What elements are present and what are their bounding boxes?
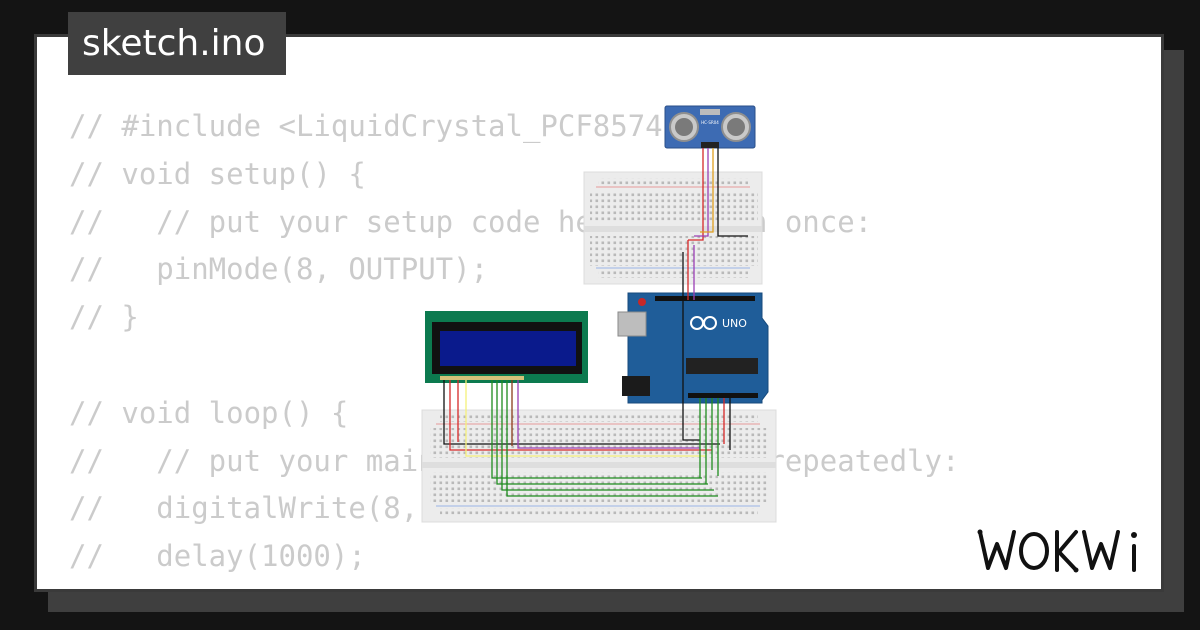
lcd-display [425,311,588,383]
breadboard-bottom [421,409,777,523]
wokwi-logo [977,529,1137,573]
filename-tab: sketch.ino [68,12,286,75]
code-line-4: // pinMode(8, OUTPUT); [69,252,489,287]
ultrasonic-sensor: HC-SR04 [664,105,756,149]
code-line-2: // void setup() { [69,156,366,191]
code-line-5: // } [69,300,139,335]
wires [443,148,748,497]
breadboard-top [583,171,763,285]
code-line-3: // // put your setup code here, to run o… [69,204,873,239]
arduino-uno: UNO [617,292,769,404]
code-line-11: // digitalWrite(8, LOW); [69,581,959,589]
arduino-label: UNO [722,317,747,330]
code-line-1: // #include <LiquidCrystal_PCF8574.h> [69,109,716,143]
code-line-7: // void loop() { [69,395,349,430]
sensor-label: HC-SR04 [701,120,719,125]
code-line-10: // delay(1000); [69,539,366,574]
